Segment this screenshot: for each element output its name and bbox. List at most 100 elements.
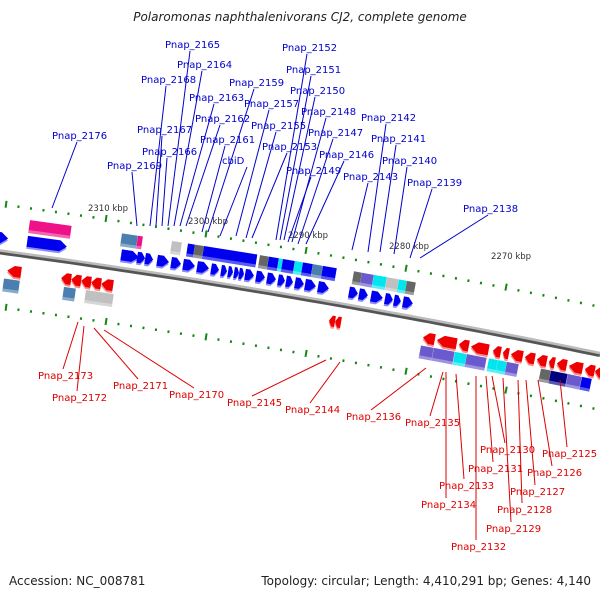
reverse-gene-body bbox=[584, 364, 596, 377]
tick-mark bbox=[229, 237, 233, 241]
label-leader-line bbox=[179, 103, 215, 227]
forward-gene bbox=[120, 249, 139, 264]
reverse-gene-label: Pnap_2144 bbox=[285, 405, 340, 416]
tick-mark bbox=[429, 375, 433, 378]
cog-block-body bbox=[320, 265, 337, 282]
tick-mark bbox=[254, 344, 258, 348]
label-leader-line bbox=[309, 361, 341, 404]
tick-mark bbox=[317, 251, 320, 255]
reverse-gene-body bbox=[81, 276, 92, 288]
reverse-gene bbox=[6, 266, 22, 280]
cog-block-shine bbox=[359, 282, 373, 288]
forward-gene bbox=[219, 264, 228, 279]
cog-block bbox=[120, 233, 138, 249]
forward-gene-body bbox=[348, 286, 358, 299]
cog-block-body bbox=[28, 220, 72, 239]
tick-mark bbox=[529, 394, 533, 398]
tick-mark bbox=[442, 274, 445, 278]
label-leader-line bbox=[297, 138, 334, 245]
label-leader-line bbox=[275, 53, 308, 241]
tick-mark bbox=[92, 319, 95, 322]
cog-block bbox=[136, 235, 143, 250]
cog-block-body bbox=[486, 358, 498, 373]
cog-block-body bbox=[266, 256, 279, 272]
tick-mark bbox=[217, 338, 220, 341]
cog-block bbox=[185, 243, 195, 258]
label-leader-line bbox=[485, 375, 494, 463]
forward-gene-label: Pnap_2149 bbox=[286, 166, 341, 177]
cog-block bbox=[320, 265, 337, 282]
tick-mark bbox=[79, 214, 83, 217]
reverse-gene-label: Pnap_2171 bbox=[113, 381, 168, 392]
cog-block bbox=[310, 264, 323, 279]
forward-gene bbox=[170, 256, 182, 271]
cog-block bbox=[266, 256, 279, 272]
tick-mark bbox=[304, 349, 308, 358]
cog-block bbox=[404, 280, 416, 296]
forward-gene-label: Pnap_2161 bbox=[200, 135, 255, 146]
tick-mark bbox=[154, 225, 158, 229]
cog-block-body bbox=[452, 351, 467, 367]
forward-gene bbox=[243, 268, 254, 283]
tick-mark bbox=[42, 311, 45, 315]
tick-mark bbox=[329, 254, 333, 257]
tick-mark bbox=[54, 313, 58, 317]
tick-mark bbox=[192, 334, 195, 338]
forward-gene-label: Pnap_2165 bbox=[165, 40, 220, 51]
forward-gene-body bbox=[244, 268, 254, 281]
cog-block-shine bbox=[504, 371, 517, 377]
forward-gene-label: Pnap_2159 bbox=[229, 78, 284, 89]
reverse-gene-label: Pnap_2128 bbox=[497, 505, 552, 516]
forward-gene-label: Pnap_2167 bbox=[137, 125, 192, 136]
forward-gene-body bbox=[120, 249, 139, 262]
tick-mark bbox=[492, 284, 495, 287]
forward-gene bbox=[392, 294, 401, 309]
tick-mark bbox=[542, 396, 545, 400]
cog-block bbox=[396, 279, 407, 294]
forward-gene-label: Pnap_2150 bbox=[290, 86, 345, 97]
tick-mark bbox=[154, 328, 158, 332]
cog-block-shine bbox=[280, 268, 294, 274]
tick-mark bbox=[129, 221, 133, 225]
cog-block-body bbox=[431, 347, 455, 365]
reverse-gene bbox=[584, 364, 596, 379]
cog-block bbox=[504, 361, 519, 377]
cog-block bbox=[84, 290, 114, 307]
tick-mark bbox=[204, 333, 208, 341]
reverse-gene-body bbox=[548, 356, 556, 369]
tick-mark bbox=[392, 265, 395, 269]
forward-gene-label: Pnap_2141 bbox=[371, 134, 426, 145]
tick-mark bbox=[17, 205, 20, 209]
cog-block-body bbox=[565, 374, 582, 390]
forward-gene-body bbox=[144, 252, 154, 265]
tick-mark bbox=[442, 377, 445, 381]
tick-mark bbox=[17, 308, 20, 312]
cog-block-body bbox=[371, 274, 387, 290]
cog-block-body bbox=[192, 244, 204, 259]
reverse-gene bbox=[536, 354, 548, 369]
forward-gene-body bbox=[285, 275, 293, 288]
tick-mark bbox=[104, 214, 108, 223]
reverse-gene bbox=[524, 352, 536, 367]
label-leader-line bbox=[161, 157, 168, 227]
label-leader-line bbox=[62, 321, 79, 370]
tick-mark bbox=[354, 258, 358, 262]
label-leader-line bbox=[559, 379, 568, 448]
forward-gene bbox=[209, 263, 220, 277]
tick-mark bbox=[367, 260, 370, 264]
forward-gene-body bbox=[304, 278, 316, 291]
cog-block bbox=[464, 354, 487, 371]
scale-ticks-outer bbox=[4, 200, 595, 307]
cog-block-shine bbox=[310, 273, 322, 279]
forward-gene-body bbox=[402, 296, 413, 309]
reverse-gene bbox=[502, 347, 510, 362]
cog-block-shine bbox=[276, 268, 282, 272]
forward-gene-body bbox=[294, 277, 304, 289]
tick-mark bbox=[229, 340, 233, 344]
forward-gene-body bbox=[136, 251, 146, 264]
forward-gene-body bbox=[170, 256, 182, 269]
cog-block-shine bbox=[404, 290, 415, 296]
label-leader-line bbox=[103, 329, 195, 389]
cog-block-body bbox=[504, 361, 519, 377]
tick-mark bbox=[192, 231, 195, 235]
